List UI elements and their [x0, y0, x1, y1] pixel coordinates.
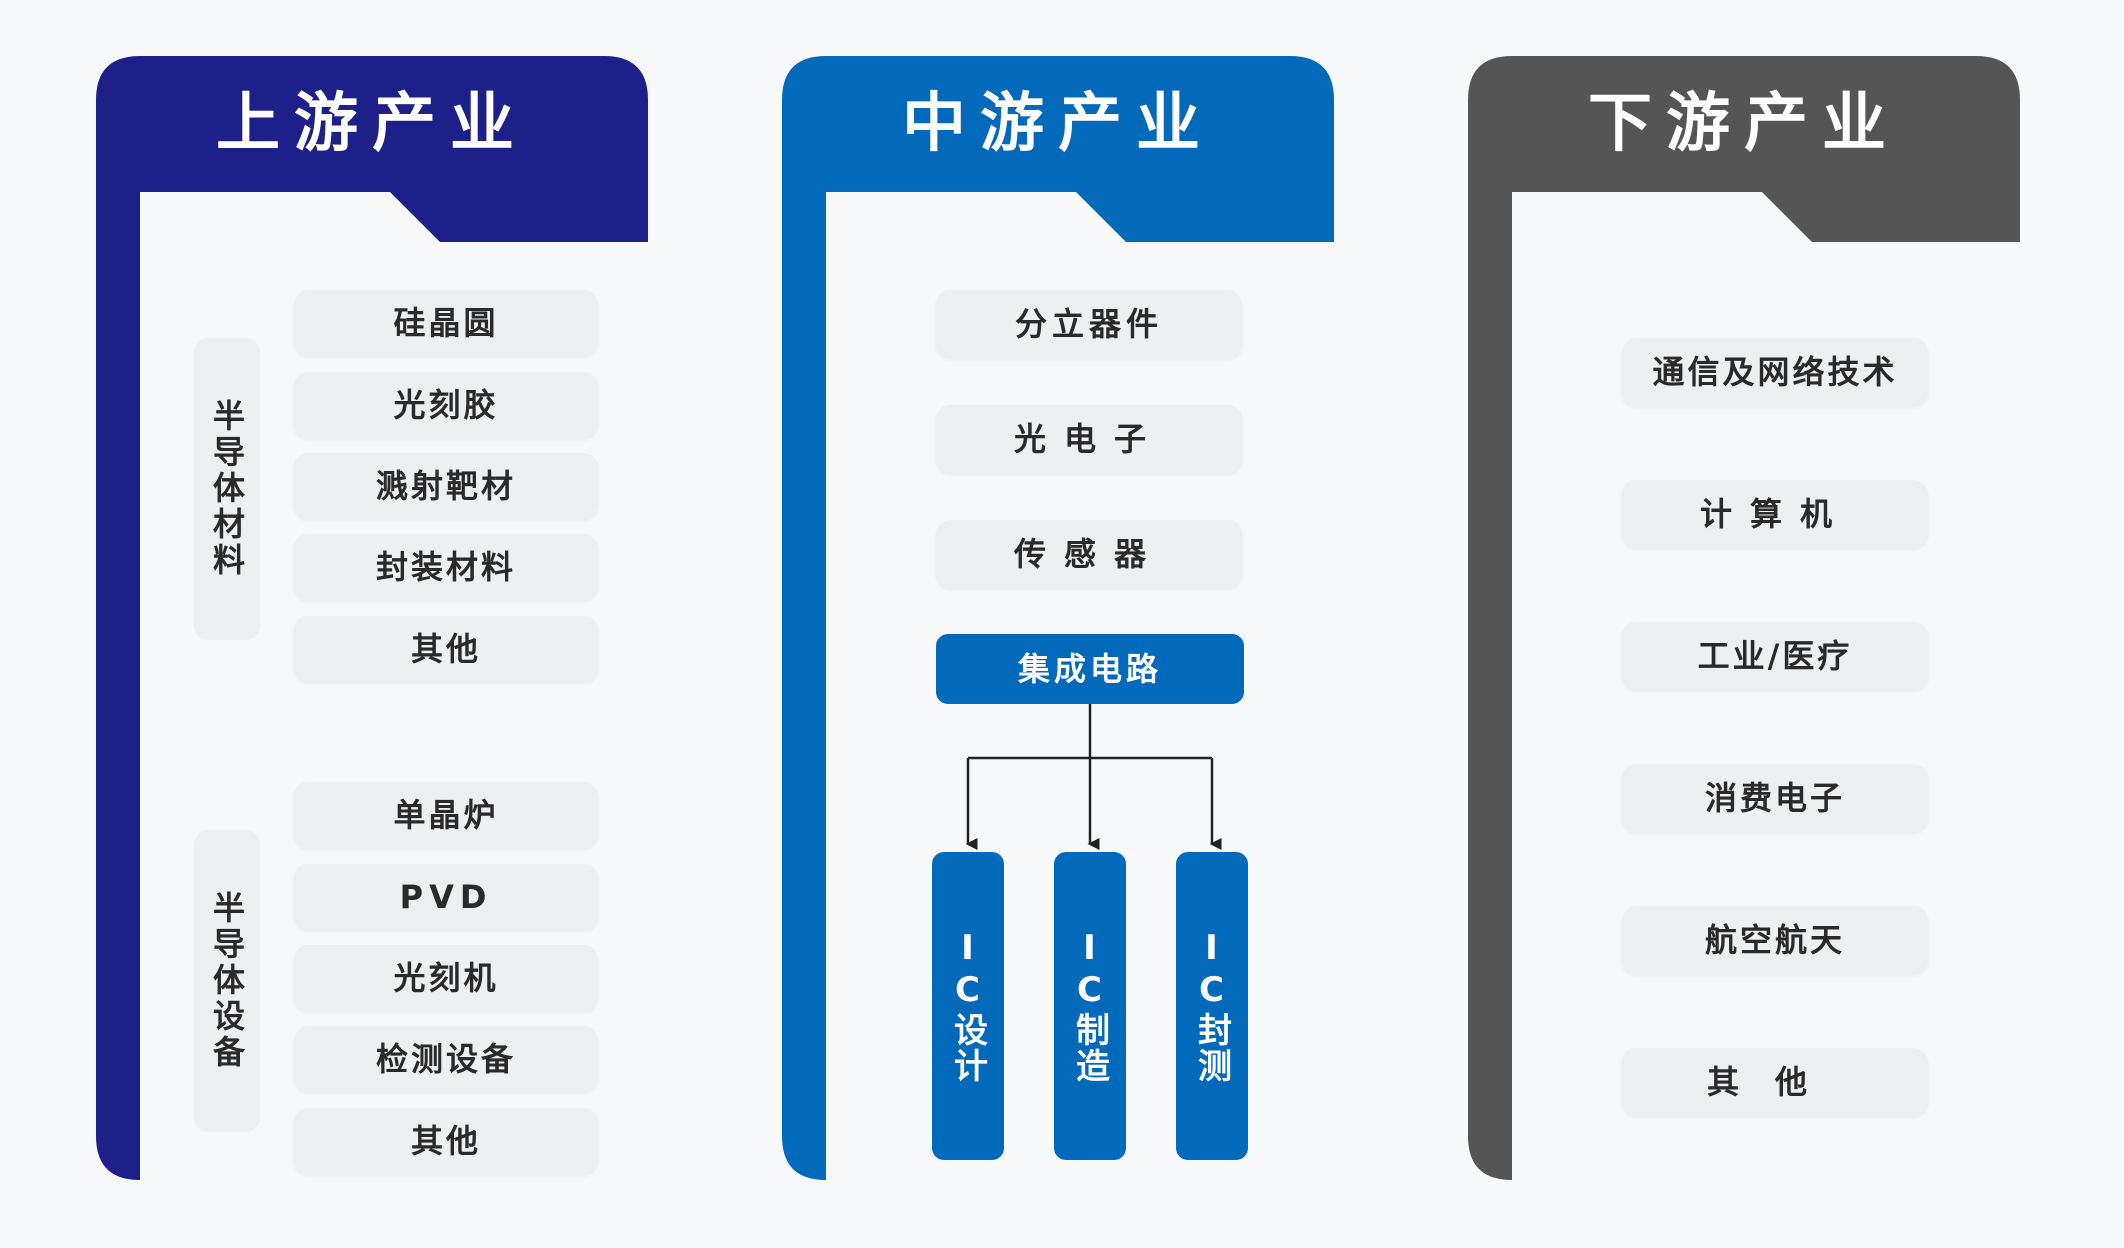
upstream-panel: 上游产业 半导体材料 硅晶圆 光刻胶 溅射靶材 封装材料 其他 半导体设备 单晶… [96, 56, 648, 1180]
communication-network-item: 通信及网络技术 [1622, 338, 1928, 406]
sensor-item: 传感器 [936, 520, 1242, 588]
upstream-material-item: 封装材料 [294, 534, 598, 600]
upstream-panel-frame [96, 56, 648, 1180]
discrete-devices-item: 分立器件 [936, 290, 1242, 358]
ic-design-box: IC设计 [932, 852, 1004, 1160]
semiconductor-materials-label: 半导体材料 [194, 338, 260, 640]
optoelectronics-item: 光电子 [936, 405, 1242, 473]
integrated-circuit-box: 集成电路 [936, 634, 1244, 704]
midstream-panel-frame [782, 56, 1334, 1180]
aerospace-item: 航空航天 [1622, 906, 1928, 974]
ic-manufacturing-box: IC制造 [1054, 852, 1126, 1160]
upstream-material-item: 光刻胶 [294, 372, 598, 438]
upstream-material-item: 其他 [294, 616, 598, 682]
upstream-title: 上游产业 [216, 87, 528, 161]
ic-packaging-test-box: IC封测 [1176, 852, 1248, 1160]
upstream-equipment-item: 单晶炉 [294, 782, 598, 848]
industrial-medical-item: 工业/医疗 [1622, 622, 1928, 690]
midstream-title: 中游产业 [902, 87, 1214, 161]
downstream-panel-frame [1468, 56, 2020, 1180]
consumer-electronics-item: 消费电子 [1622, 764, 1928, 832]
upstream-equipment-item: PVD [294, 864, 598, 930]
computer-item: 计算机 [1622, 480, 1928, 548]
downstream-title: 下游产业 [1588, 87, 1900, 161]
midstream-panel: 中游产业 分立器件 光电子 传感器 集成电路 IC设计 IC制造 IC封测 [782, 56, 1334, 1180]
upstream-material-item: 硅晶圆 [294, 290, 598, 356]
upstream-equipment-item: 其他 [294, 1108, 598, 1174]
downstream-panel: 下游产业 通信及网络技术 计算机 工业/医疗 消费电子 航空航天 其他 [1468, 56, 2020, 1180]
upstream-equipment-item: 光刻机 [294, 945, 598, 1011]
semiconductor-equipment-label: 半导体设备 [194, 830, 260, 1132]
upstream-equipment-item: 检测设备 [294, 1026, 598, 1092]
upstream-material-item: 溅射靶材 [294, 453, 598, 519]
other-item: 其他 [1622, 1048, 1928, 1116]
